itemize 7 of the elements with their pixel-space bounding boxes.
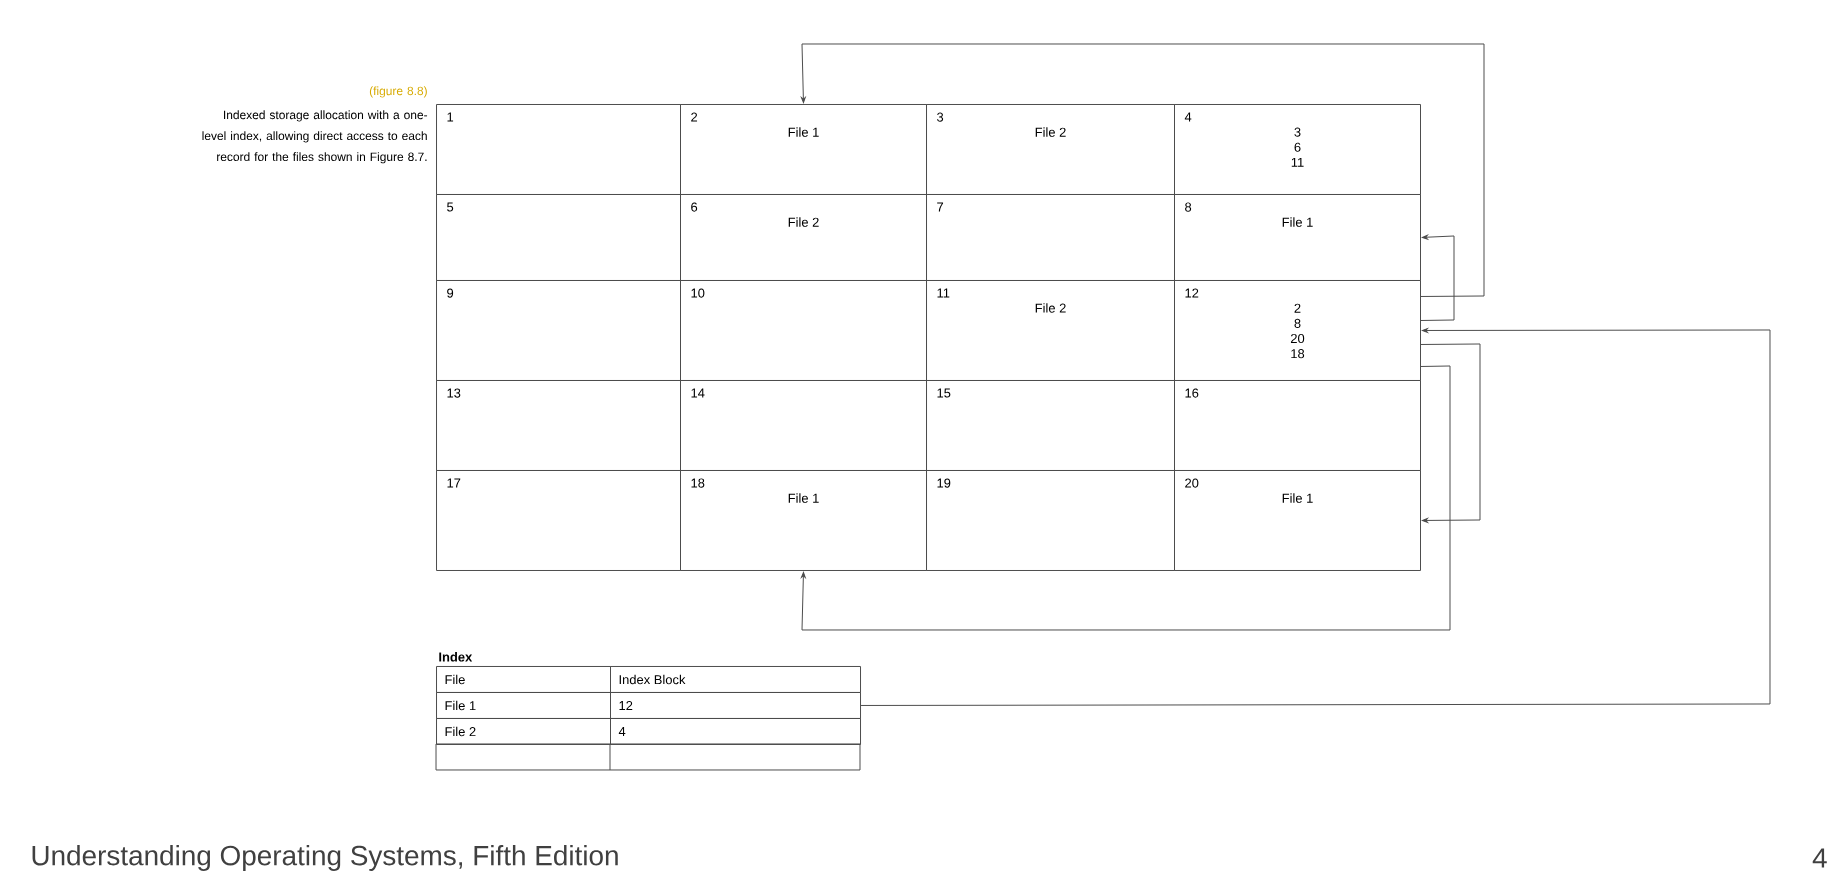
arrow (1420, 343, 1481, 523)
arrow (860, 328, 1771, 706)
arrow (800, 365, 1451, 631)
arrow (1420, 234, 1455, 321)
page-number: 4 (1812, 848, 1827, 868)
arrow (801, 43, 1485, 297)
footer-title: Understanding Operating Systems, Fifth Edition (32, 844, 618, 871)
